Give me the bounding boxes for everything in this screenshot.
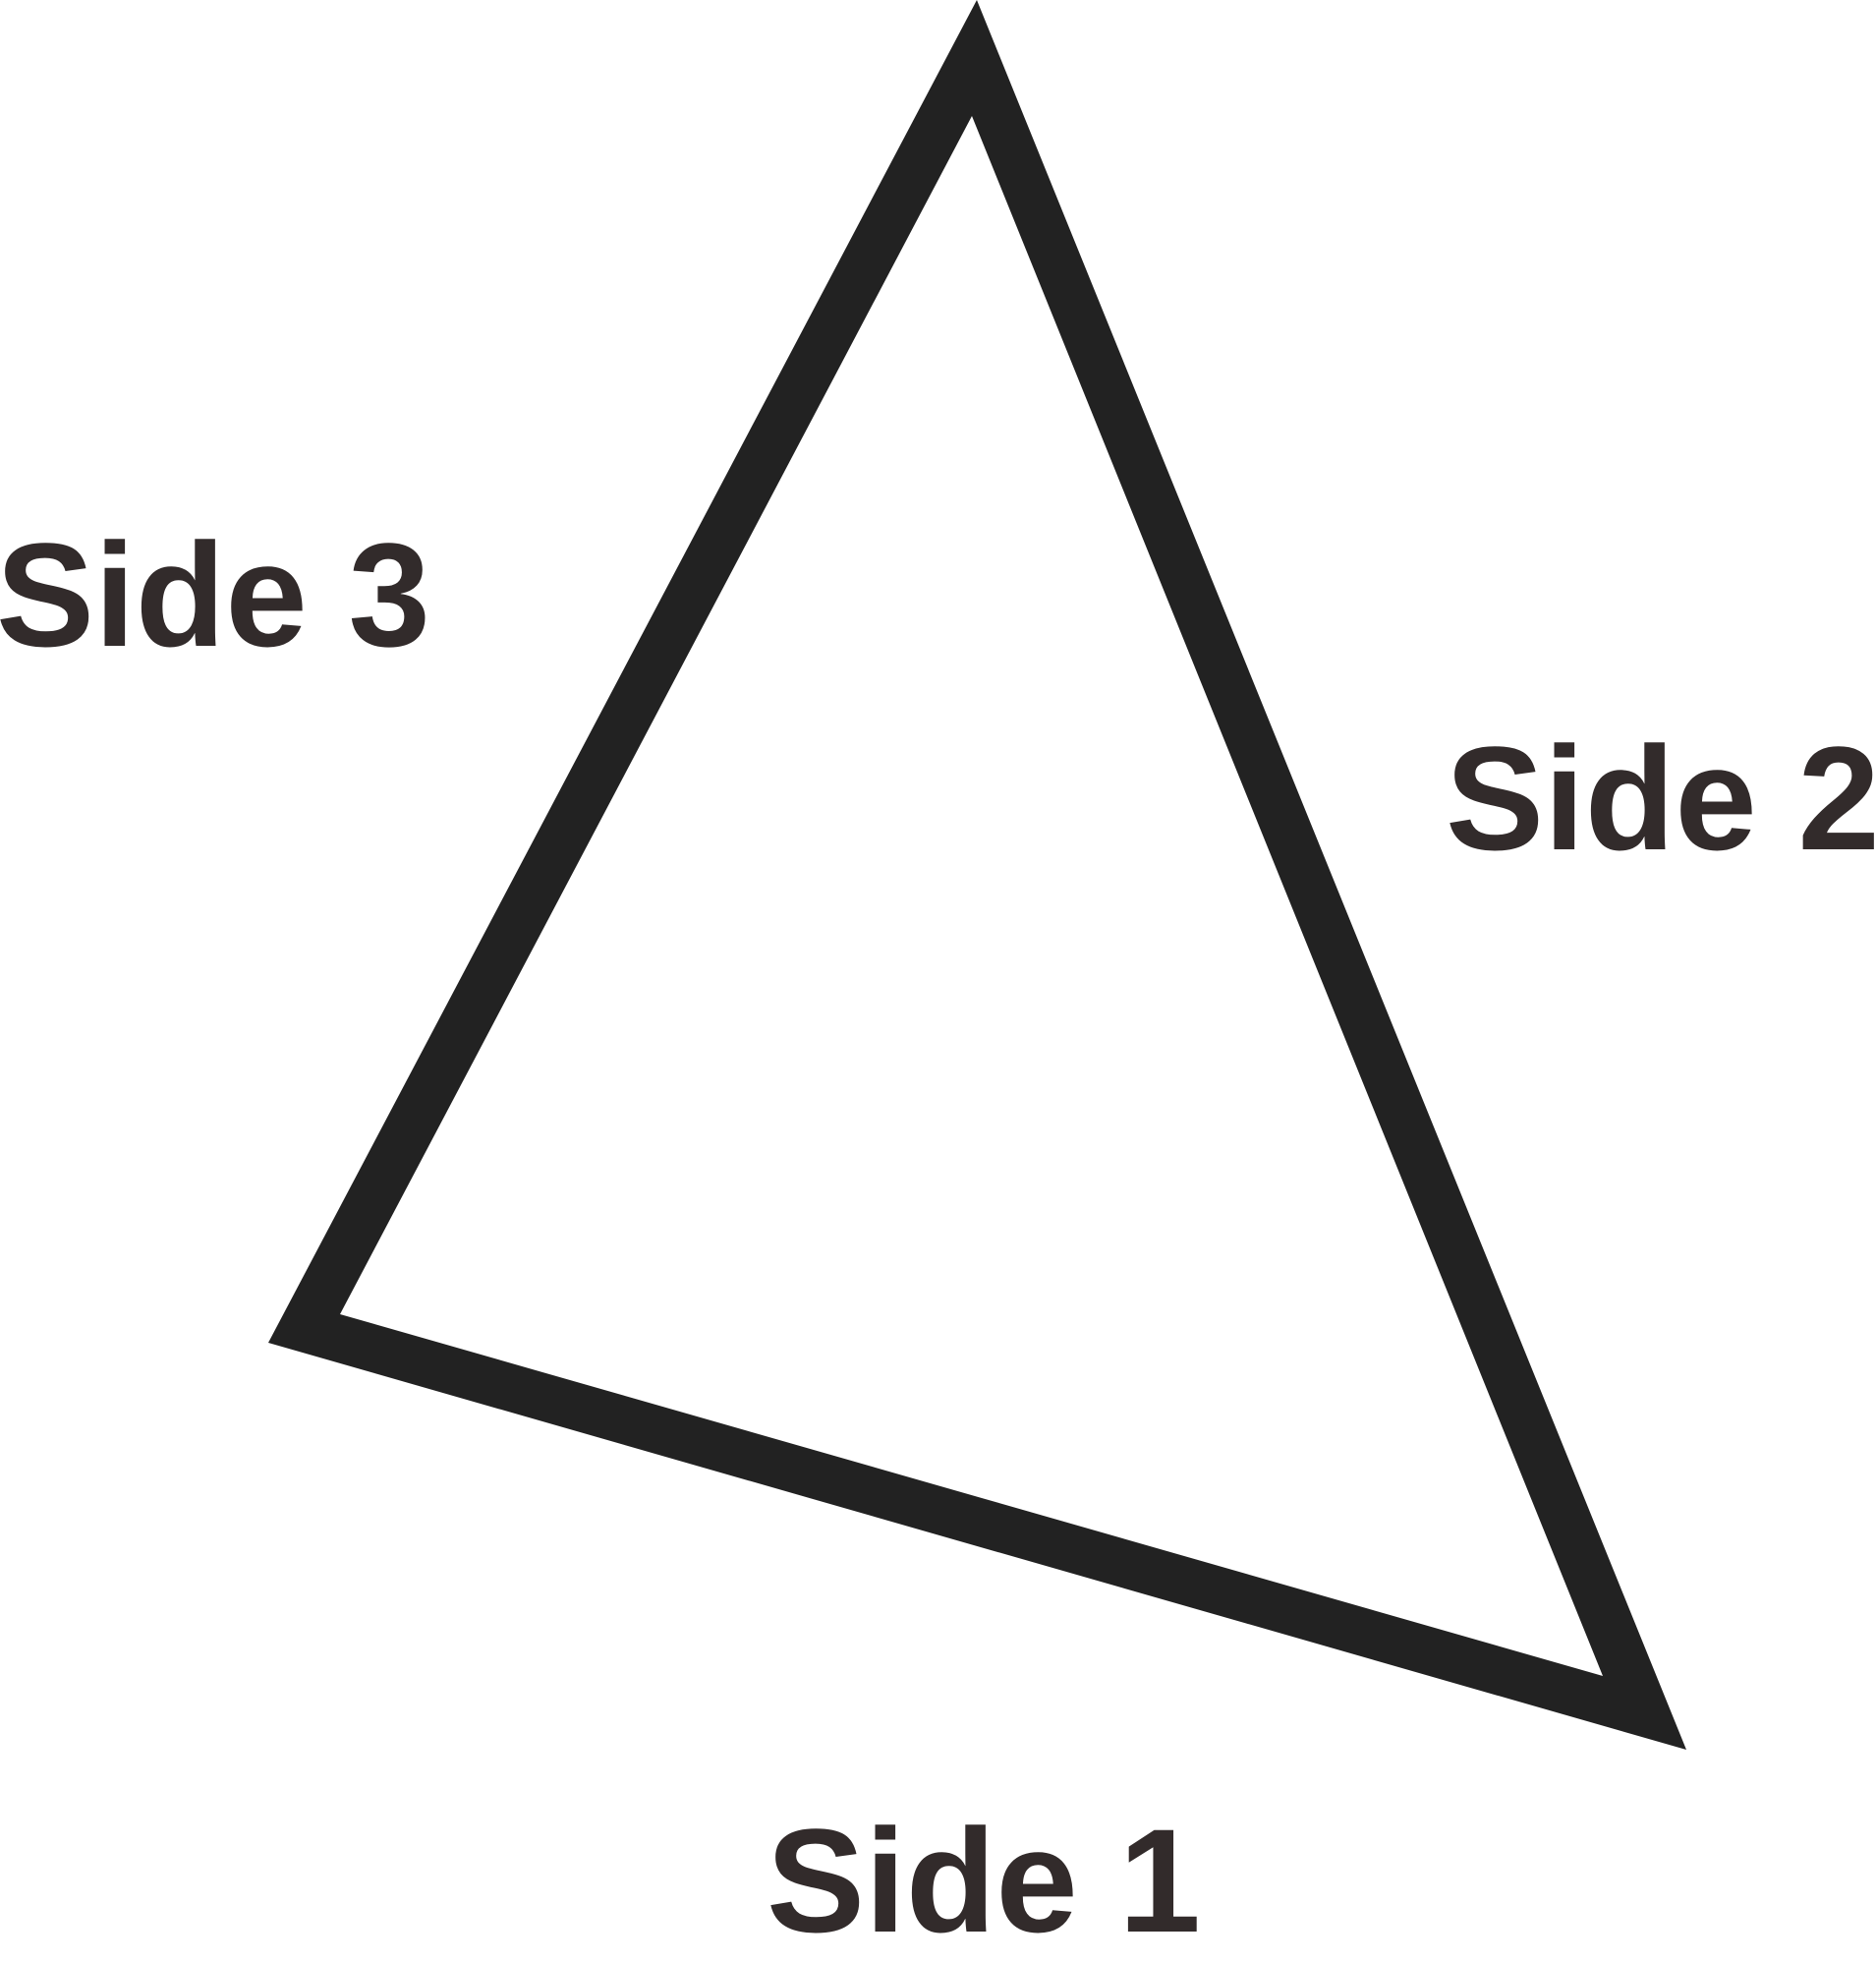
- side-1-label: Side 1: [767, 1798, 1201, 1963]
- side-3-label: Side 3: [0, 512, 430, 677]
- side-2-label: Side 2: [1446, 716, 1876, 881]
- triangle-outline: [268, 0, 1686, 1750]
- triangle-shape: [268, 0, 1686, 1750]
